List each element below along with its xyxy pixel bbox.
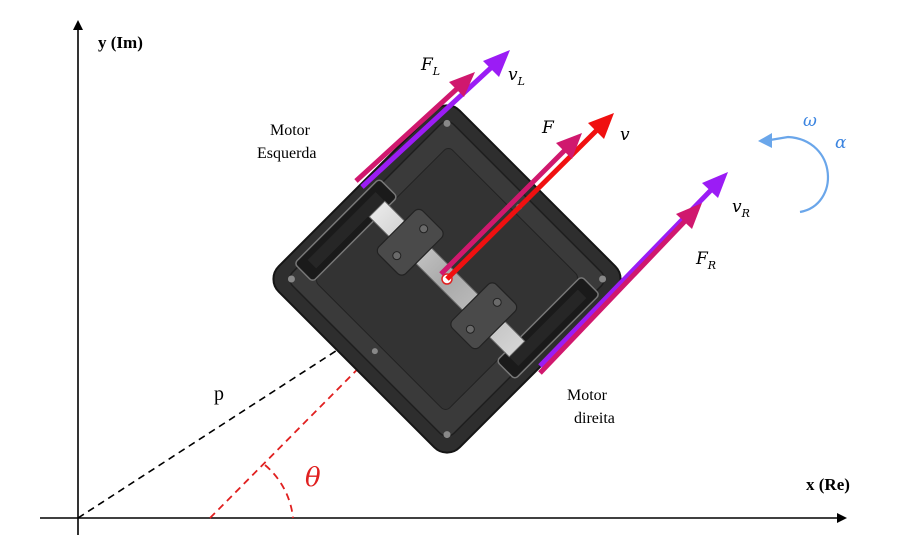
omega-label: ω [803,111,817,131]
F-label: F [541,118,555,138]
vL-arrow-shaft [360,63,496,189]
v-arrow-head [588,113,614,139]
motor-right-label-line1: Motor [567,387,608,404]
theta-label: θ [305,463,321,493]
motor-left-label-line1: Motor [270,122,311,139]
x-axis-label: x (Re) [806,475,850,494]
motor-left-label-line2: Esquerda [257,145,317,162]
F-arrow-head [556,133,582,159]
vL-label: vL [508,65,525,88]
alpha-label: α [835,133,847,153]
rotation-arrow-head-icon [758,133,772,148]
y-axis-label: y (Im) [98,33,143,52]
FL-arrow-shaft [354,84,462,183]
motor-right-label-line2: direita [574,410,615,427]
v-label: v [620,125,630,145]
vR-arrow-head [702,172,728,198]
FL-label: FL [420,55,440,78]
FL-arrow-head [449,72,475,97]
rotation-arc [769,135,830,214]
FR-arrow-shaft [538,217,689,375]
theta-arc [264,464,294,519]
FR-arrow-head [676,203,702,229]
FR-label: FR [695,249,716,272]
F-arrow-shaft [439,146,569,276]
position-label-p: p [214,383,224,405]
vL-arrow-head [483,50,510,77]
vR-label: vR [732,197,750,220]
